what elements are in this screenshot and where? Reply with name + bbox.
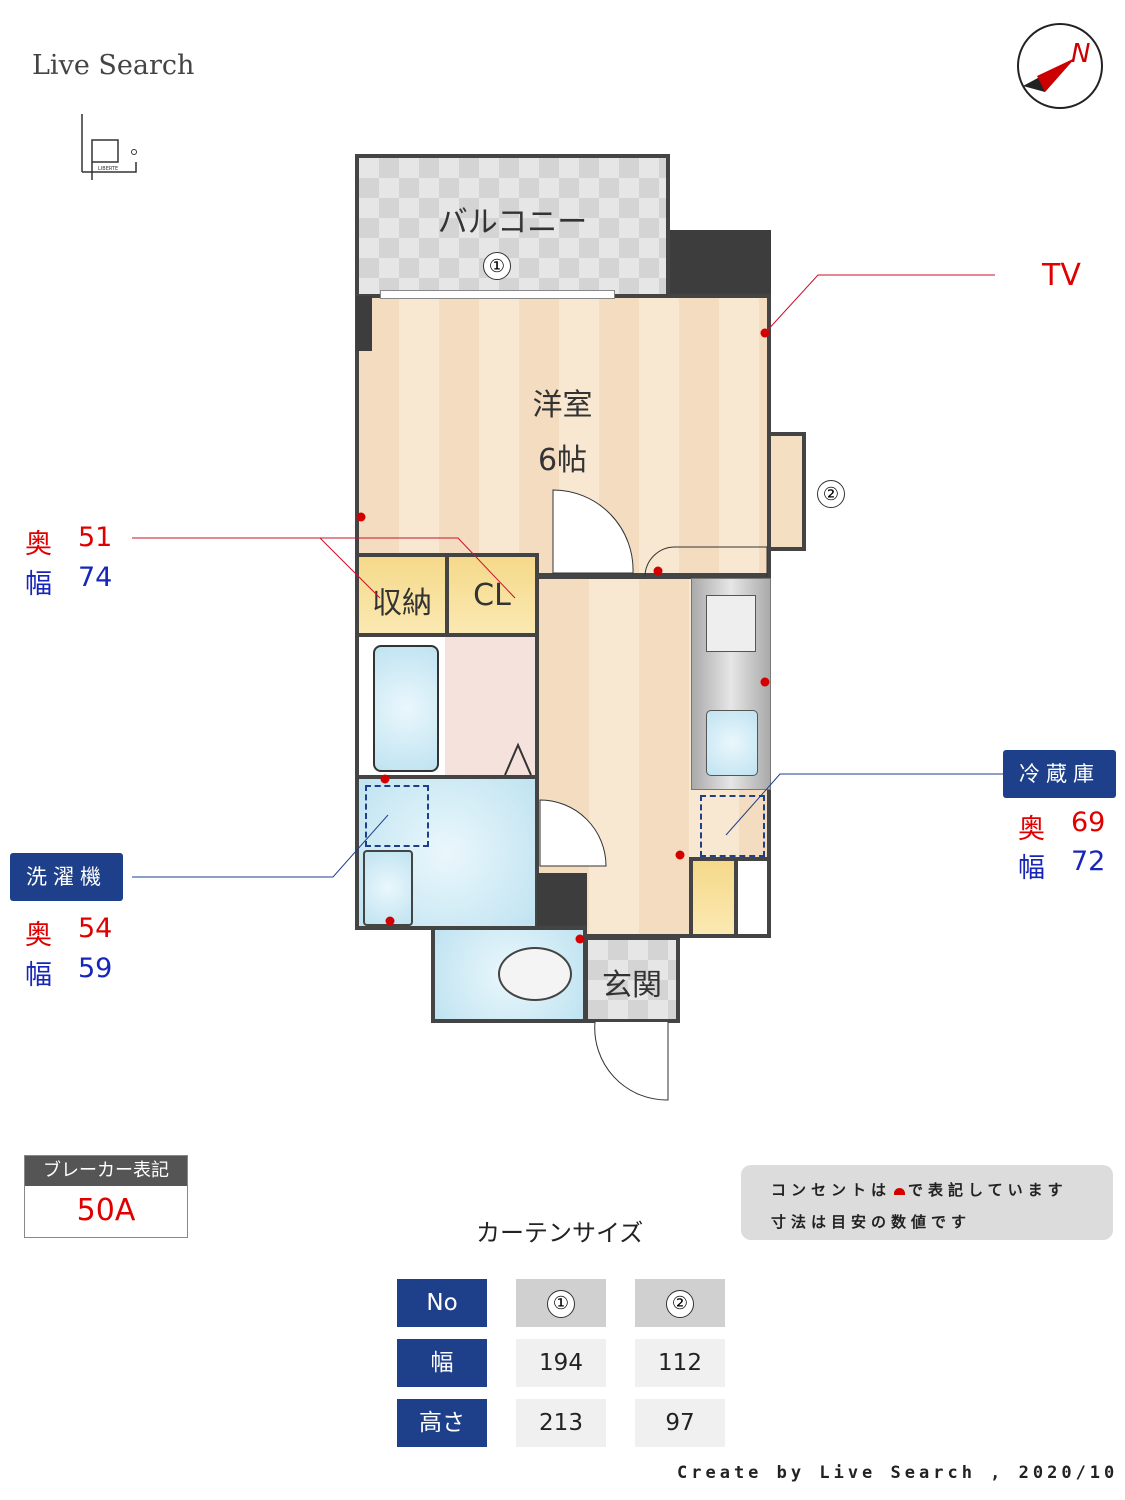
storage-label: 収納 [372, 586, 432, 621]
wall-block [356, 296, 372, 351]
svg-text:LIBERTE: LIBERTE [98, 166, 118, 172]
tv-label: TV [1042, 258, 1081, 293]
toilet-icon [498, 947, 572, 1001]
fridge-space [700, 795, 765, 857]
curtain-title: カーテンサイズ [476, 1219, 644, 1247]
svg-text:N: N [1071, 39, 1090, 69]
fridge-tag: 冷蔵庫 [1003, 750, 1116, 798]
washer-tag: 洗濯機 [10, 853, 123, 901]
sink-icon [706, 710, 758, 776]
stove-icon [706, 595, 756, 652]
storage-width: 74 [78, 562, 113, 593]
curtain-header-2: ② [635, 1279, 725, 1327]
curtain-header-1: ① [516, 1279, 606, 1327]
liberte-logo: LIBERTE [81, 114, 137, 180]
wall-block [537, 873, 587, 930]
storage-width-label: 幅 [25, 569, 52, 600]
note-line2: 寸法は目安の数値です [771, 1213, 972, 1231]
compass-icon: N [1017, 23, 1103, 109]
washer-depth-label: 奥 [25, 920, 52, 951]
washer-width-label: 幅 [25, 960, 52, 991]
western-room-size: 6帖 [537, 443, 588, 478]
curtain-width-2: 112 [635, 1339, 725, 1387]
closet-label: CL [473, 578, 511, 613]
curtain-width-1: 194 [516, 1339, 606, 1387]
breaker-value: 50A [76, 1193, 136, 1228]
washer-space [365, 785, 429, 847]
window-2-marker: ② [817, 480, 845, 508]
entrance-label: 玄関 [602, 968, 662, 1003]
window-1-marker: ① [483, 252, 511, 280]
fridge-width-label: 幅 [1018, 853, 1045, 884]
outlet-markers [356, 328, 770, 944]
bay-window [767, 432, 806, 551]
cabinet [734, 857, 771, 938]
curtain-row-width-label: 幅 [397, 1339, 487, 1387]
curtain-row-height-label: 高さ [397, 1399, 487, 1447]
notes-box: コンセントはで表記しています 寸法は目安の数値です [741, 1165, 1113, 1240]
fridge-width: 72 [1071, 846, 1106, 877]
curtain-height-2: 97 [635, 1399, 725, 1447]
breaker-box: ブレーカー表記 50A [24, 1155, 188, 1238]
note-line1-b: で表記しています [908, 1181, 1068, 1199]
bathtub [373, 645, 439, 772]
fridge-depth: 69 [1071, 807, 1106, 838]
curtain-height-1: 213 [516, 1399, 606, 1447]
balcony [355, 154, 670, 298]
breaker-label: ブレーカー表記 [25, 1156, 187, 1186]
entrance [584, 936, 680, 1023]
storage-depth: 51 [78, 522, 113, 553]
balcony-label: バルコニー [437, 205, 588, 240]
note-line1-a: コンセントは [771, 1181, 892, 1199]
fridge-depth-label: 奥 [1018, 814, 1045, 845]
outlet-icon [894, 1188, 906, 1195]
footer-credit: Create by Live Search , 2020/10 [677, 1463, 1119, 1483]
western-room-label: 洋室 [532, 388, 593, 423]
window-1 [380, 290, 615, 299]
curtain-header-no: No [397, 1279, 487, 1327]
washer-depth: 54 [78, 913, 113, 944]
washer-width: 59 [78, 953, 113, 984]
brand-name: Live Search [32, 50, 195, 81]
storage-depth-label: 奥 [25, 529, 52, 560]
wash-basin [363, 850, 413, 926]
